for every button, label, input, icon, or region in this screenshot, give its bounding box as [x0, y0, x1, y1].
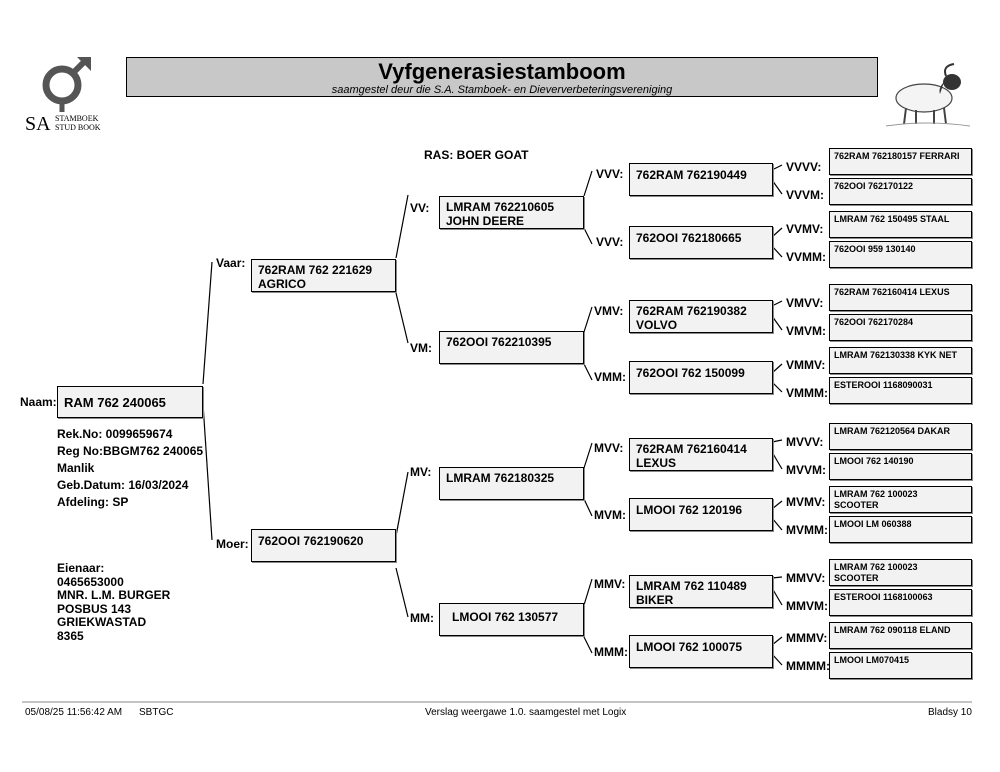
gen4-box-vvmv: LMRAM 762 150495 STAAL	[829, 211, 972, 238]
sex: Manlik	[57, 461, 95, 475]
studbook-logo: SA STAMBOEK STUD BOOK	[25, 55, 115, 135]
gen3-box-vmv: 762RAM 762190382 VOLVO	[629, 300, 773, 333]
gen3-label-mmv: MMV:	[594, 577, 626, 591]
gen4-box-mvmm: LMOOI LM 060388	[829, 516, 972, 543]
dam-box: 762OOI 762190620	[251, 529, 396, 562]
footer-version: Verslag weergawe 1.0. saamgestel met Log…	[425, 707, 627, 718]
sire-box: 762RAM 762 221629 AGRICO	[251, 259, 396, 292]
footer-code: SBTGC	[139, 707, 174, 718]
gen3-label-vvv: VVV:	[596, 167, 624, 181]
subject-name-box: RAM 762 240065	[57, 386, 203, 418]
gen4-box-mvmv: LMRAM 762 100023 SCOOTER	[829, 486, 972, 513]
gen4-label-mmmm: MMMM:	[786, 659, 830, 673]
owner-postcode: 8365	[57, 628, 84, 643]
gen4-label-vvvm: VVVM:	[786, 188, 825, 202]
gen4-label-vmmm: VMMM:	[786, 386, 828, 400]
gen3-label-vmv: VMV:	[594, 304, 624, 318]
gen4-label-vmvm: VMVM:	[786, 324, 826, 338]
gen2-box-mm: LMOOI 762 130577	[439, 603, 584, 636]
gen4-label-mvvv: MVVV:	[786, 435, 824, 449]
gen4-box-mmmv: LMRAM 762 090118 ELAND	[829, 622, 972, 649]
title-banner: Vyfgenerasiestamboom saamgestel deur die…	[126, 57, 878, 97]
gen4-box-vvmm: 762OOI 959 130140	[829, 241, 972, 268]
gen3-label-vvm: VVV:	[596, 235, 624, 249]
birth-date: Geb.Datum: 16/03/2024	[57, 478, 189, 492]
gen4-box-vvvm: 762OOI 762170122	[829, 178, 972, 205]
gen3-box-vvv: 762RAM 762190449	[629, 163, 773, 196]
gen3-box-mvm: LMOOI 762 120196	[629, 498, 773, 531]
gen3-box-mmv: LMRAM 762 110489 BIKER	[629, 575, 773, 608]
logo-studbook-text: STUD BOOK	[55, 123, 101, 132]
gen4-label-mvvm: MVVM:	[786, 463, 826, 477]
gen4-box-vmvm: 762OOI 762170284	[829, 314, 972, 341]
page-title: Vyfgenerasiestamboom	[378, 59, 626, 84]
gen3-label-mmm: MMM:	[594, 645, 628, 659]
registration-account-no: Rek.No: 0099659674	[57, 427, 173, 441]
footer-datetime: 05/08/25 11:56:42 AM	[25, 707, 123, 718]
gen4-box-vmvv: 762RAM 762160414 LEXUS	[829, 284, 972, 311]
gen4-label-mmvv: MMVV:	[786, 571, 826, 585]
gen4-label-mvmv: MVMV:	[786, 495, 826, 509]
footer-page-number: Bladsy 10	[928, 707, 972, 718]
gen4-label-vvmm: VVMM:	[786, 250, 826, 264]
owner-town: GRIEKWASTAD	[57, 615, 147, 629]
gender-symbol-icon	[42, 57, 91, 112]
gen4-label-mvmm: MVMM:	[786, 523, 828, 537]
gen4-box-mvvv: LMRAM 762120564 DAKAR	[829, 423, 972, 450]
subject-details: Rek.No: 0099659674 Reg No:BBGM762 240065…	[57, 426, 203, 511]
owner-heading: Eienaar:	[57, 561, 105, 575]
goat-illustration	[885, 63, 971, 127]
gen2-box-vv: LMRAM 762210605 JOHN DEERE	[439, 196, 584, 229]
gen3-box-mmm: LMOOI 762 100075	[629, 635, 773, 668]
breed-label: RAS: BOER GOAT	[424, 148, 529, 162]
gen4-label-mmmv: MMMV:	[786, 631, 828, 645]
gen3-label-mvv: MVV:	[594, 441, 624, 455]
gen4-label-vvvv: VVVV:	[786, 160, 822, 174]
gen3-box-mvv: 762RAM 762160414 LEXUS	[629, 438, 773, 471]
gen4-box-vmmv: LMRAM 762130338 KYK NET	[829, 347, 972, 374]
subject-label: Naam:	[20, 395, 57, 409]
sire-label: Vaar:	[216, 256, 246, 270]
gen4-label-vmvv: VMVV:	[786, 296, 824, 310]
gen2-label-mm: MM:	[410, 611, 434, 625]
section: Afdeling: SP	[57, 495, 129, 509]
gen4-box-mmvv: LMRAM 762 100023 SCOOTER	[829, 559, 972, 586]
owner-number: 0465653000	[57, 574, 124, 589]
gen4-box-mvvm: LMOOI 762 140190	[829, 453, 972, 480]
dam-label: Moer:	[216, 537, 249, 551]
gen4-box-mmvm: ESTEROOI 1168100063	[829, 589, 972, 616]
gen4-label-vmmv: VMMV:	[786, 358, 826, 372]
gen3-label-mvm: MVM:	[594, 508, 626, 522]
gen2-label-vv: VV:	[410, 201, 430, 215]
gen4-label-vvmv: VVMV:	[786, 222, 824, 236]
gen2-box-mv: LMRAM 762180325	[439, 467, 584, 500]
gen2-box-vm: 762OOI 762210395	[439, 331, 584, 364]
gen4-box-mmmm: LMOOI LM070415	[829, 652, 972, 679]
gen3-box-vmm: 762OOI 762 150099	[629, 361, 773, 394]
gen4-box-vvvv: 762RAM 762180157 FERRARI	[829, 148, 972, 175]
gen3-label-vmm: VMM:	[594, 370, 626, 384]
owner-postbox: POSBUS 143	[57, 601, 132, 616]
owner-details: Eienaar: 0465653000 MNR. L.M. BURGER POS…	[57, 561, 171, 643]
logo-stamboek-text: STAMBOEK	[55, 114, 99, 123]
gen2-label-vm: VM:	[410, 341, 432, 355]
owner-name: MNR. L.M. BURGER	[57, 588, 171, 602]
gen4-box-vmmm: ESTEROOI 1168090031	[829, 377, 972, 404]
registration-no: Reg No:BBGM762 240065	[57, 444, 204, 458]
page-subtitle: saamgestel deur die S.A. Stamboek- en Di…	[331, 84, 673, 96]
gen2-label-mv: MV:	[410, 465, 432, 479]
gen3-box-vvm: 762OOI 762180665	[629, 226, 773, 259]
logo-sa-text: SA	[25, 113, 51, 135]
gen4-label-mmvm: MMVM:	[786, 599, 828, 613]
